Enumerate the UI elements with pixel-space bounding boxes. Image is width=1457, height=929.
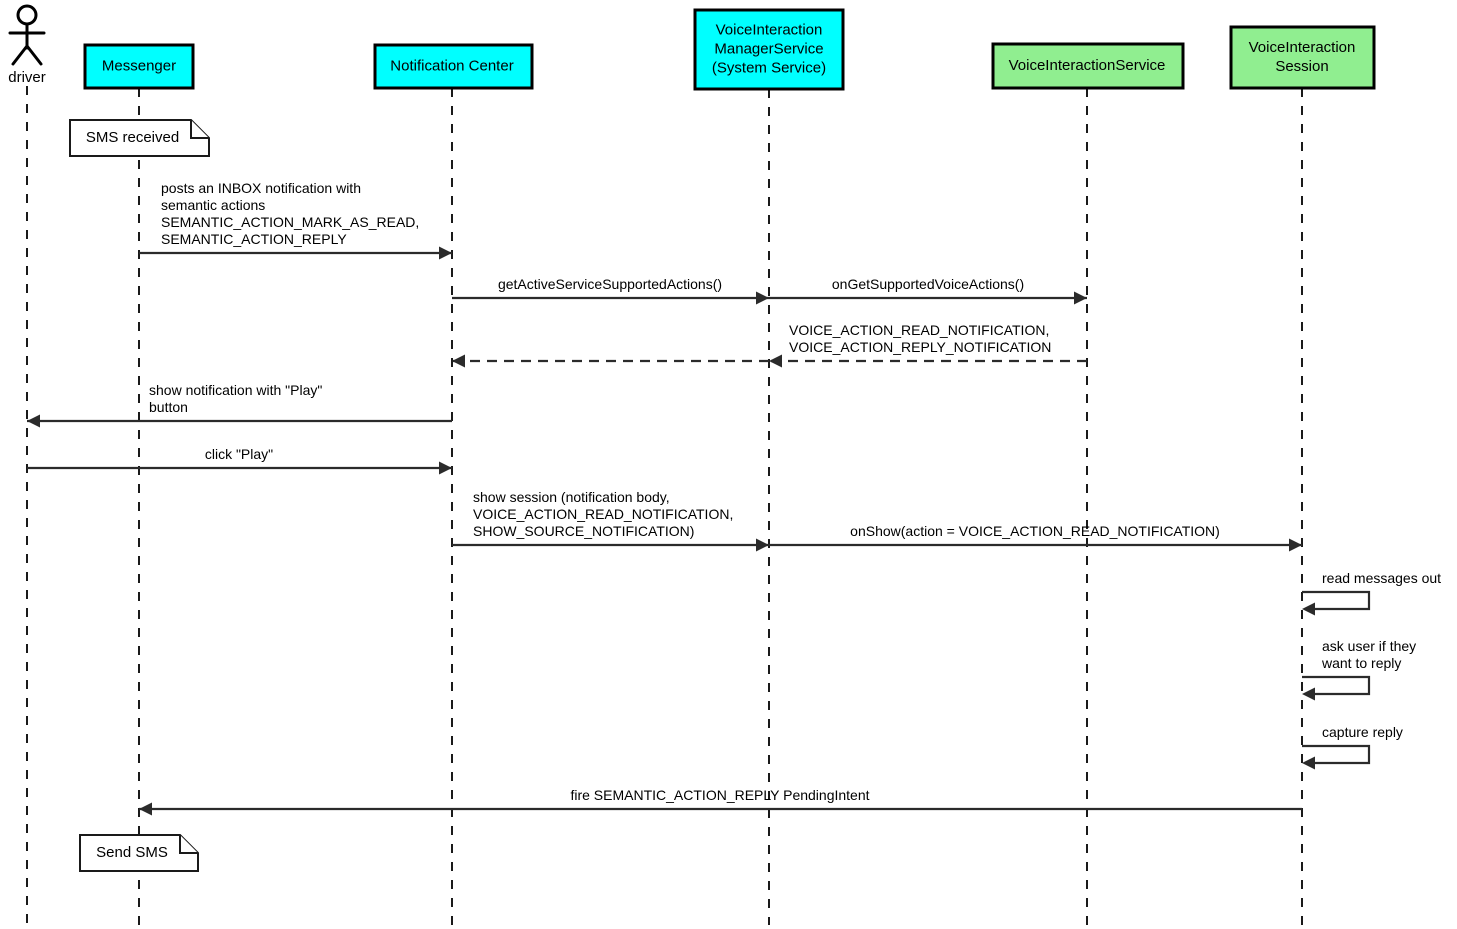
message-label: onShow(action = VOICE_ACTION_READ_NOTIFI…	[850, 523, 1220, 539]
message-label: button	[149, 399, 188, 415]
message-label: VOICE_ACTION_REPLY_NOTIFICATION	[789, 339, 1051, 355]
msg-show-notification-with-play-button[interactable]: show notification with "Play"button	[27, 382, 452, 428]
self-capture-reply[interactable]: capture reply	[1302, 724, 1403, 770]
actor-head-icon	[16, 4, 38, 26]
participant-box-voice-interaction-session[interactable]	[1229, 25, 1376, 90]
message-arrowhead-icon	[452, 354, 465, 368]
message-arrowhead-icon	[1289, 538, 1302, 552]
participant-label-voice-interaction-manager-service: ManagerService	[714, 40, 823, 57]
message-label: VOICE_ACTION_READ_NOTIFICATION,	[473, 506, 733, 522]
participant-box-voice-interaction-service[interactable]	[991, 42, 1185, 90]
participant-label-messenger: Messenger	[102, 57, 176, 74]
self-message-label: capture reply	[1322, 724, 1403, 740]
self-message-line[interactable]	[1302, 590, 1371, 611]
msg-get-active-service-supported-actions[interactable]: getActiveServiceSupportedActions()	[452, 276, 769, 305]
msg-fire-semantic-action-reply-pending-intent[interactable]: fire SEMANTIC_ACTION_REPLY PendingIntent	[139, 787, 1302, 816]
message-label: show session (notification body,	[473, 489, 670, 505]
message-arrowhead-icon	[139, 802, 152, 816]
message-arrowhead-icon	[439, 246, 452, 260]
note-shape	[69, 119, 210, 157]
note-shape	[79, 834, 199, 872]
participant-box-messenger[interactable]	[83, 43, 195, 90]
participant-label-voice-interaction-session: VoiceInteraction	[1249, 39, 1356, 56]
msg-return-supported-voice-actions[interactable]: VOICE_ACTION_READ_NOTIFICATION,VOICE_ACT…	[769, 322, 1087, 368]
participant-notification-center[interactable]: Notification Center	[373, 43, 534, 90]
participant-label-voice-interaction-manager-service: (System Service)	[712, 59, 826, 76]
message-label: VOICE_ACTION_READ_NOTIFICATION,	[789, 322, 1049, 338]
note-send-sms: Send SMS	[79, 834, 199, 872]
note-fold-icon	[179, 835, 198, 854]
msg-return-supported-actions-to-notification-center[interactable]	[452, 354, 769, 368]
note-sms-received: SMS received	[69, 119, 210, 157]
message-label: SEMANTIC_ACTION_MARK_AS_READ,	[161, 214, 419, 230]
message-arrowhead-icon	[756, 291, 769, 305]
message-label: click "Play"	[205, 446, 273, 462]
msg-post-inbox-notification[interactable]: posts an INBOX notification withsemantic…	[139, 180, 452, 260]
actor-label-driver: driver	[8, 69, 46, 86]
actor-driver: driver	[8, 4, 46, 86]
self-message-line[interactable]	[1302, 675, 1371, 696]
message-label: SHOW_SOURCE_NOTIFICATION)	[473, 523, 694, 539]
message-label: posts an INBOX notification with	[161, 180, 361, 196]
message-label: semantic actions	[161, 197, 265, 213]
self-message-arrowhead-icon	[1302, 756, 1315, 770]
participant-box-voice-interaction-manager-service[interactable]	[693, 8, 845, 91]
participant-box-notification-center[interactable]	[373, 43, 534, 90]
self-message-label: ask user if they	[1322, 638, 1416, 654]
self-message-line[interactable]	[1302, 744, 1371, 765]
message-arrowhead-icon	[439, 461, 452, 475]
self-message-label: want to reply	[1321, 655, 1401, 671]
note-fold-icon	[190, 120, 209, 139]
participant-label-voice-interaction-manager-service: VoiceInteraction	[716, 21, 823, 38]
note-text: Send SMS	[96, 844, 168, 861]
msg-on-show[interactable]: onShow(action = VOICE_ACTION_READ_NOTIFI…	[769, 523, 1302, 552]
self-message-arrowhead-icon	[1302, 602, 1315, 616]
msg-show-session[interactable]: show session (notification body,VOICE_AC…	[452, 489, 769, 552]
msg-on-get-supported-voice-actions[interactable]: onGetSupportedVoiceActions()	[769, 276, 1087, 305]
actor-left-leg-icon	[11, 44, 29, 66]
message-label: show notification with "Play"	[149, 382, 322, 398]
participant-messenger[interactable]: Messenger	[83, 43, 195, 90]
msg-click-play[interactable]: click "Play"	[27, 446, 452, 475]
participant-label-voice-interaction-session: Session	[1275, 58, 1328, 75]
message-label: SEMANTIC_ACTION_REPLY	[161, 231, 347, 247]
participant-label-notification-center: Notification Center	[390, 57, 513, 74]
self-message-label: read messages out	[1322, 570, 1441, 586]
message-label: onGetSupportedVoiceActions()	[832, 276, 1024, 292]
message-arrowhead-icon	[1074, 291, 1087, 305]
message-label: fire SEMANTIC_ACTION_REPLY PendingIntent	[570, 787, 869, 803]
note-text: SMS received	[86, 129, 179, 146]
participant-voice-interaction-service[interactable]: VoiceInteractionService	[991, 42, 1185, 90]
self-read-messages-out[interactable]: read messages out	[1302, 570, 1441, 616]
message-label: getActiveServiceSupportedActions()	[498, 276, 722, 292]
self-message-arrowhead-icon	[1302, 687, 1315, 701]
message-arrowhead-icon	[769, 354, 782, 368]
message-arrowhead-icon	[756, 538, 769, 552]
actor-right-leg-icon	[25, 44, 43, 66]
participant-label-voice-interaction-service: VoiceInteractionService	[1009, 57, 1166, 74]
message-arrowhead-icon	[27, 414, 40, 428]
